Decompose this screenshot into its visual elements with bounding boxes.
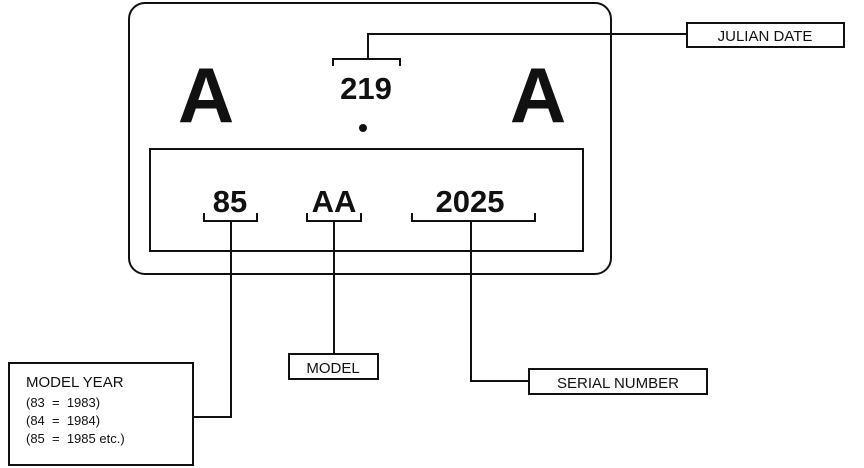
model-year-value: 85 [213,184,247,219]
center-dot [359,124,367,132]
julian-date-bracket [332,58,401,66]
model-year-title: MODEL YEAR [26,374,124,391]
model-year-leader [193,221,232,418]
serial-bracket [411,213,536,222]
model-box [288,353,379,380]
model-year-line-1: (83 = 1983) [26,395,100,410]
model-year-line-2: (84 = 1984) [26,413,100,428]
serial-leader [470,221,529,382]
julian-date-value: 219 [340,71,392,106]
julian-date-label: JULIAN DATE [718,28,813,45]
model-value: AA [312,184,357,219]
serial-number-box [528,368,708,395]
inner-stamp-area [149,148,584,252]
model-label: MODEL [306,360,359,377]
plate-outline [128,2,612,275]
model-year-line-3: (85 = 1985 etc.) [26,431,125,446]
serial-value: 2025 [436,184,505,219]
julian-date-leader [367,33,687,59]
serial-number-label: SERIAL NUMBER [557,375,679,392]
left-letter: A [178,51,234,139]
julian-date-box [686,22,845,48]
model-year-box [8,362,194,466]
right-letter: A [510,51,566,139]
